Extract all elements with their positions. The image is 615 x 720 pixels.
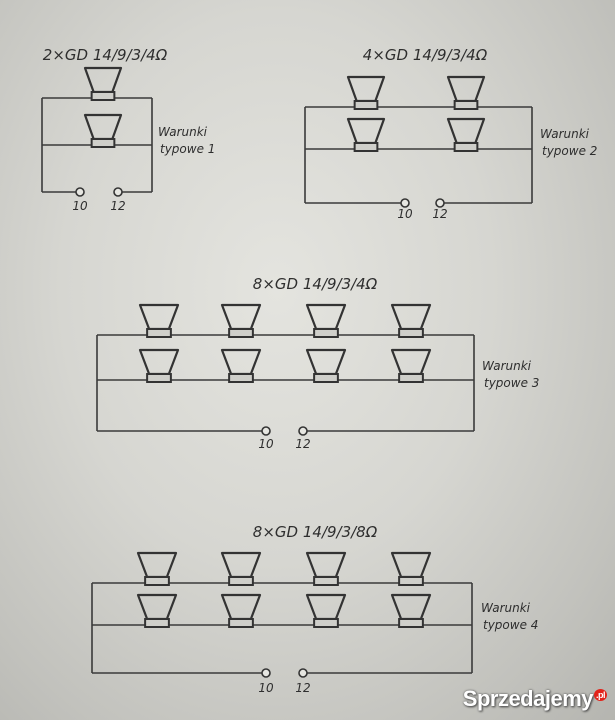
- caption-line2: typowe 2: [542, 144, 597, 158]
- terminal-left: [261, 426, 271, 436]
- speaker-r2-c4-cone: [390, 348, 432, 376]
- terminal-right: [435, 198, 445, 208]
- caption-line2: typowe 4: [483, 618, 538, 632]
- speaker-r1-c4-cone: [390, 551, 432, 579]
- speaker-r1-c2-cone: [220, 303, 262, 331]
- speaker-r1-c1-magnet: [146, 328, 172, 338]
- speaker-r2-c2-cone: [220, 348, 262, 376]
- speaker-r1-c3-magnet: [313, 576, 339, 586]
- speaker-r1-c1-magnet: [353, 100, 379, 110]
- caption-line2: typowe 1: [160, 142, 215, 156]
- diagram-title: 2×GD 14/9/3/4Ω: [43, 46, 168, 64]
- speaker-r1-c1-cone: [136, 551, 178, 579]
- speaker-r1-c1-magnet: [144, 576, 170, 586]
- speaker-r2-c1-magnet: [146, 373, 172, 383]
- terminal-left-label: 10: [258, 437, 274, 451]
- speaker-r2-c1-cone: [83, 113, 123, 141]
- caption-line1: Warunki: [482, 359, 532, 373]
- terminal-right-label: 12: [432, 207, 447, 221]
- speaker-r1-c1-cone: [138, 303, 180, 331]
- terminal-left: [261, 668, 271, 678]
- speaker-r1-c3-magnet: [313, 328, 339, 338]
- diagram-1: 2×GD 14/9/3/4Ω Warunki typowe 1 10 12: [41, 46, 215, 213]
- diagram-title: 4×GD 14/9/3/4Ω: [363, 46, 488, 64]
- speaker-r1-c1-cone: [346, 75, 386, 103]
- speaker-r2-c2-magnet: [453, 142, 479, 152]
- speaker-r2-c1-cone: [346, 117, 386, 145]
- speaker-r1-c2-cone: [446, 75, 486, 103]
- diagram-title: 8×GD 14/9/3/4Ω: [253, 275, 378, 293]
- terminal-right-label: 12: [295, 681, 310, 695]
- speaker-r1-c4-magnet: [398, 576, 424, 586]
- speaker-r1-c3-cone: [305, 303, 347, 331]
- caption-line1: Warunki: [158, 125, 208, 139]
- terminal-right: [113, 187, 123, 197]
- watermark-suffix: .pl: [594, 688, 607, 701]
- speaker-r1-c2-cone: [220, 551, 262, 579]
- terminal-right-label: 12: [110, 199, 125, 213]
- speaker-r2-c1-magnet: [144, 618, 170, 628]
- diagram-title: 8×GD 14/9/3/8Ω: [253, 523, 378, 541]
- caption-line1: Warunki: [481, 601, 531, 615]
- terminal-right: [298, 668, 308, 678]
- speaker-r1-c1-cone: [83, 66, 123, 94]
- speaker-r1-c3-cone: [305, 551, 347, 579]
- terminal-right-label: 12: [295, 437, 310, 451]
- diagram-2: 4×GD 14/9/3/4Ω Warunki typowe 2 10 12: [304, 46, 597, 221]
- speaker-r2-c4-magnet: [398, 373, 424, 383]
- speaker-r2-c4-magnet: [398, 618, 424, 628]
- speaker-r2-c1-magnet: [353, 142, 379, 152]
- speaker-r2-c2-cone: [446, 117, 486, 145]
- speaker-r2-c1-cone: [136, 593, 178, 621]
- caption-line2: typowe 3: [484, 376, 539, 390]
- terminal-left-label: 10: [258, 681, 274, 695]
- speaker-r1-c2-magnet: [453, 100, 479, 110]
- speaker-r1-c2-magnet: [228, 576, 254, 586]
- diagram-4: 8×GD 14/9/3/8Ω Warunki typowe 4 10 12: [91, 523, 538, 695]
- speaker-r2-c3-magnet: [313, 373, 339, 383]
- terminal-right: [298, 426, 308, 436]
- speaker-r1-c1-magnet: [90, 91, 116, 101]
- terminal-left-label: 10: [397, 207, 413, 221]
- watermark-text: Sprzedajemy: [462, 686, 594, 711]
- watermark: Sprzedajemy.pl: [463, 686, 607, 712]
- speaker-r2-c3-magnet: [313, 618, 339, 628]
- speaker-r2-c3-cone: [305, 348, 347, 376]
- terminal-left: [400, 198, 410, 208]
- speaker-r2-c1-cone: [138, 348, 180, 376]
- speaker-r2-c2-magnet: [228, 618, 254, 628]
- speaker-r1-c4-magnet: [398, 328, 424, 338]
- speaker-r2-c2-cone: [220, 593, 262, 621]
- caption-line1: Warunki: [540, 127, 590, 141]
- speaker-r1-c2-magnet: [228, 328, 254, 338]
- speaker-r1-c4-cone: [390, 303, 432, 331]
- speaker-r2-c2-magnet: [228, 373, 254, 383]
- terminal-left: [75, 187, 85, 197]
- speaker-r2-c1-magnet: [90, 138, 116, 148]
- speaker-r2-c3-cone: [305, 593, 347, 621]
- terminal-left-label: 10: [72, 199, 88, 213]
- speaker-r2-c4-cone: [390, 593, 432, 621]
- diagram-3: 8×GD 14/9/3/4Ω Warunki typowe 3 10 12: [96, 275, 539, 451]
